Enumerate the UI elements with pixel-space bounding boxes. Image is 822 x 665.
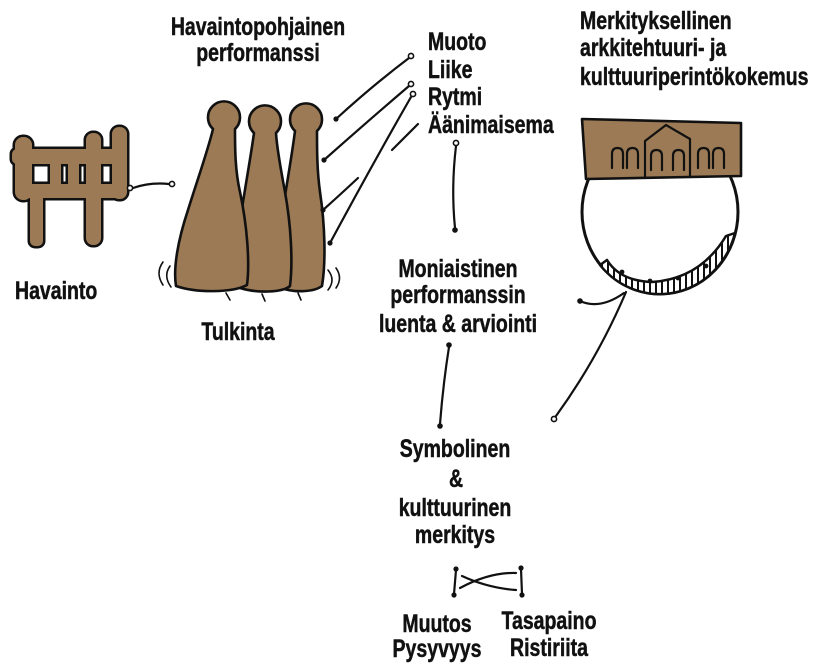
reading-line2: performanssin — [390, 281, 525, 309]
performance-title-line2: performanssi — [196, 39, 319, 67]
connector-experience-meaning — [551, 292, 626, 422]
experience-line3: kulttuuriperintökokemus — [580, 63, 808, 91]
quality-item: Liike — [428, 56, 472, 84]
figures-icon — [159, 101, 340, 301]
pair-left-line1: Muutos — [402, 610, 471, 638]
experience-line2: arkkitehtuuri- ja — [580, 34, 727, 62]
connector-qualities-reading — [452, 140, 458, 232]
experience-line1: Merkityksellinen — [580, 7, 732, 35]
meaning-line4: merkitys — [415, 521, 495, 549]
pair-left-line2: Pysyvyys — [393, 635, 482, 663]
quality-item: Muoto — [428, 28, 486, 56]
pair-right-line2: Ristiriita — [510, 634, 588, 662]
cross-connector — [451, 565, 524, 597]
meaning-line1: Symbolinen — [400, 435, 510, 463]
fence-icon — [12, 127, 127, 246]
reading-line1: Moniaistinen — [398, 255, 517, 283]
connector-perception-interpretation — [127, 181, 174, 190]
perception-label: Havainto — [15, 277, 97, 305]
quality-item: Rytmi — [428, 83, 482, 111]
pair-right-line1: Tasapaino — [502, 607, 597, 635]
meaning-line3: kulttuurinen — [399, 494, 512, 522]
meaning-line2: & — [449, 465, 463, 493]
building-on-sphere-icon — [582, 119, 741, 294]
connectors-qualities — [320, 53, 418, 245]
connector-reading-meaning — [437, 342, 452, 429]
quality-item: Äänimaisema — [428, 111, 554, 139]
performance-title-line1: Havaintopohjainen — [171, 13, 345, 41]
interpretation-label: Tulkinta — [201, 318, 275, 346]
reading-line3: luenta & arviointi — [379, 310, 537, 338]
